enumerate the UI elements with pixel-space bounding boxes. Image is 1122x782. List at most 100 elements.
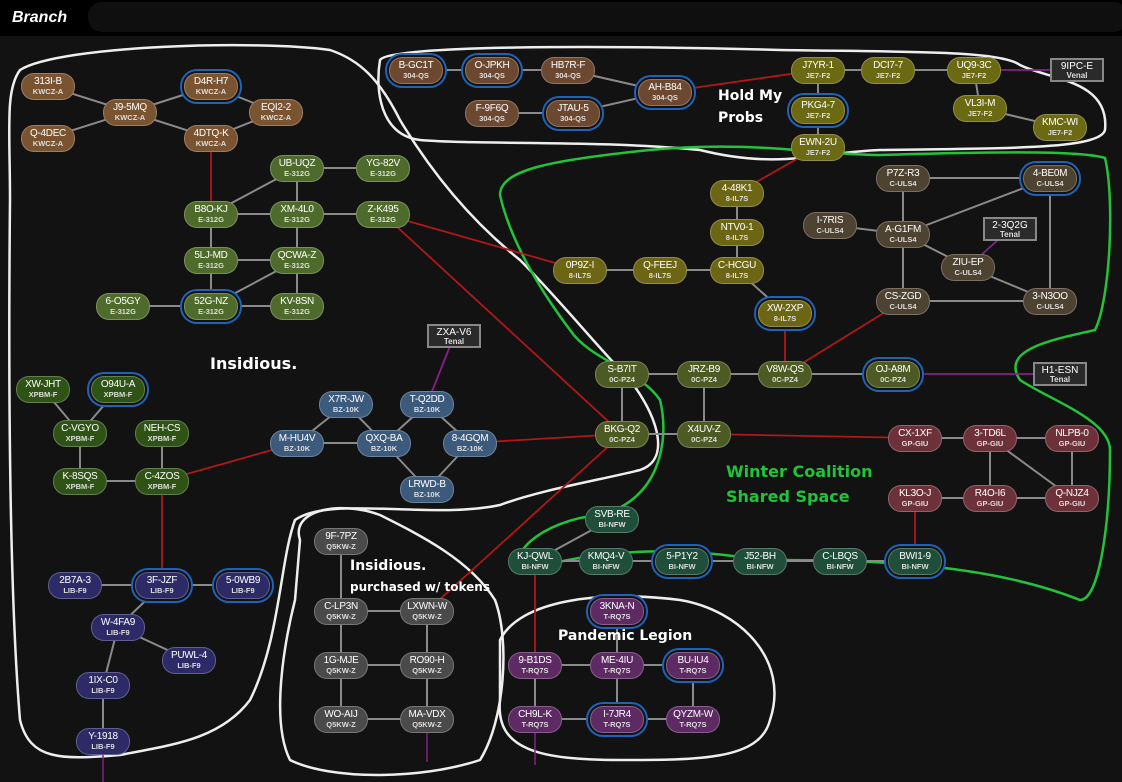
region-name: 0C-PZ4 (691, 434, 717, 444)
region-name: E-312G (370, 168, 396, 178)
